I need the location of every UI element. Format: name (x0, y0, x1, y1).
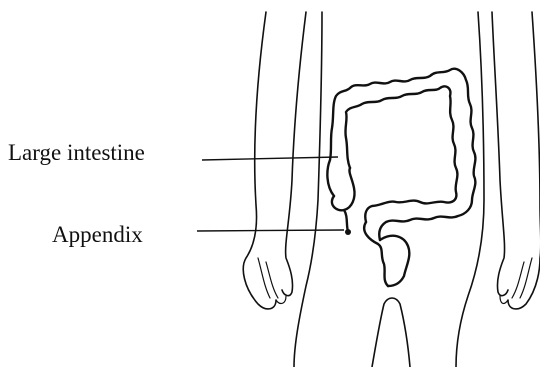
inner-legs (372, 298, 410, 367)
right-arm-outer (508, 12, 540, 309)
left-hand (258, 258, 286, 303)
colon-outer (327, 69, 475, 240)
appendix-tip (345, 229, 351, 235)
right-torso-side (456, 12, 484, 367)
sigmoid-colon (364, 222, 388, 286)
left-torso-side (294, 12, 322, 367)
left-arm-inner (282, 12, 306, 296)
body-outline (243, 12, 540, 367)
leader-appendix (197, 230, 344, 231)
right-hand (500, 258, 532, 303)
large-intestine (327, 69, 475, 286)
right-arm-inner (492, 12, 508, 296)
cecum (332, 168, 355, 210)
appendix (344, 210, 348, 232)
leader-large-intestine (202, 157, 338, 160)
label-large-intestine: Large intestine (8, 140, 145, 165)
label-appendix: Appendix (52, 222, 143, 247)
colon-inner (345, 86, 457, 222)
